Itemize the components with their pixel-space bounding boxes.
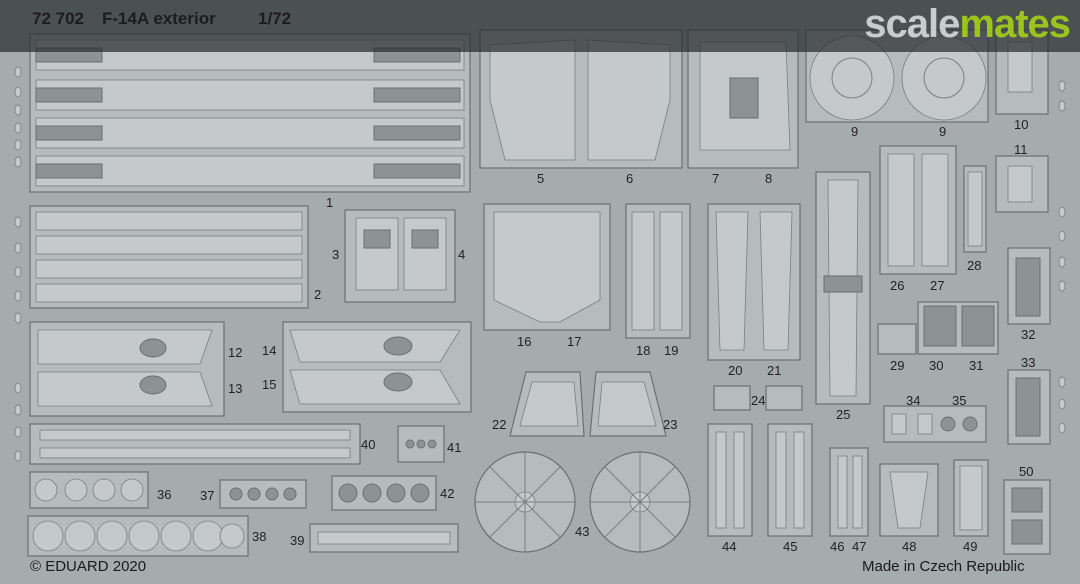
part-14-15-strakes bbox=[282, 321, 472, 413]
origin-text: Made in Czech Republic bbox=[862, 558, 1025, 575]
part-3-4-panel bbox=[344, 209, 456, 303]
part-24 bbox=[713, 385, 803, 411]
part-number-1: 1 bbox=[326, 195, 334, 210]
part-1-strips bbox=[29, 33, 471, 193]
part-number-27: 27 bbox=[930, 278, 945, 293]
part-number-11: 11 bbox=[1014, 142, 1028, 157]
part-number-25: 25 bbox=[836, 407, 851, 422]
part-number-5: 5 bbox=[537, 171, 545, 186]
part-28 bbox=[963, 165, 987, 253]
part-50 bbox=[1003, 479, 1051, 555]
part-5-6-doors bbox=[479, 29, 683, 169]
part-40-rails bbox=[29, 423, 361, 465]
fret-holes-left bbox=[14, 66, 22, 462]
part-number-45: 45 bbox=[783, 539, 798, 554]
product-code: 72 702 bbox=[32, 9, 84, 28]
part-number-26: 26 bbox=[890, 278, 905, 293]
part-37 bbox=[219, 479, 307, 509]
header-band bbox=[0, 0, 1080, 52]
part-2-strips bbox=[29, 205, 309, 309]
part-12-13-panels bbox=[29, 321, 225, 417]
part-48 bbox=[879, 463, 939, 537]
part-number-46: 46 bbox=[830, 539, 845, 554]
part-39 bbox=[309, 523, 459, 553]
part-number-15: 15 bbox=[262, 377, 277, 392]
part-7-8-panel bbox=[687, 29, 799, 169]
part-number-40: 40 bbox=[361, 437, 376, 452]
part-number-2: 2 bbox=[314, 287, 322, 302]
part-26-27-panel bbox=[879, 145, 957, 275]
part-number-32: 32 bbox=[1021, 327, 1036, 342]
part-number-19: 19 bbox=[664, 343, 679, 358]
part-41 bbox=[397, 425, 445, 463]
part-16-17-panel bbox=[483, 203, 611, 331]
part-number-17: 17 bbox=[567, 334, 582, 349]
part-number-36: 36 bbox=[157, 487, 172, 502]
part-38 bbox=[27, 515, 249, 557]
part-number-29: 29 bbox=[890, 358, 905, 373]
part-number-50: 50 bbox=[1019, 464, 1034, 479]
part-44-45 bbox=[707, 423, 813, 537]
part-number-20: 20 bbox=[728, 363, 743, 378]
part-number-31: 31 bbox=[969, 358, 984, 373]
watermark-part1: scale bbox=[864, 2, 960, 46]
part-number-12: 12 bbox=[228, 345, 243, 360]
part-number-9a: 9 bbox=[851, 124, 859, 139]
part-36 bbox=[29, 471, 149, 509]
part-22-23-panels bbox=[509, 371, 667, 437]
part-number-38: 38 bbox=[252, 529, 267, 544]
part-number-43: 43 bbox=[575, 524, 590, 539]
watermark-logo: scalemates bbox=[864, 2, 1071, 46]
part-25-spine bbox=[815, 171, 871, 405]
part-number-42: 42 bbox=[440, 486, 455, 501]
part-32-33-springs bbox=[1007, 247, 1051, 445]
part-number-34: 34 bbox=[906, 393, 921, 408]
part-number-8: 8 bbox=[765, 171, 773, 186]
copyright-text: © EDUARD 2020 bbox=[30, 558, 147, 575]
part-46-47 bbox=[829, 447, 869, 537]
part-number-37: 37 bbox=[200, 488, 215, 503]
part-number-48: 48 bbox=[902, 539, 917, 554]
part-number-14: 14 bbox=[262, 343, 277, 358]
part-number-21: 21 bbox=[767, 363, 782, 378]
part-number-30: 30 bbox=[929, 358, 944, 373]
part-43-discs bbox=[474, 451, 691, 553]
part-number-22: 22 bbox=[492, 417, 507, 432]
part-number-23: 23 bbox=[663, 417, 678, 432]
part-number-18: 18 bbox=[636, 343, 651, 358]
part-number-47: 47 bbox=[852, 539, 867, 554]
watermark-part2: mates bbox=[959, 2, 1071, 46]
part-number-13: 13 bbox=[228, 381, 243, 396]
part-number-33: 33 bbox=[1021, 355, 1036, 370]
part-number-49: 49 bbox=[963, 539, 978, 554]
part-number-41: 41 bbox=[447, 440, 462, 455]
part-number-44: 44 bbox=[722, 539, 737, 554]
part-number-6: 6 bbox=[626, 171, 634, 186]
product-title: F-14A exterior bbox=[102, 9, 216, 28]
part-number-4: 4 bbox=[458, 247, 466, 262]
part-42 bbox=[331, 475, 437, 511]
part-number-24: 24 bbox=[751, 393, 766, 408]
part-number-39: 39 bbox=[290, 533, 305, 548]
part-49 bbox=[953, 459, 989, 537]
part-number-35: 35 bbox=[952, 393, 967, 408]
part-20-21-panel bbox=[707, 203, 801, 361]
part-number-7: 7 bbox=[712, 171, 720, 186]
part-number-16: 16 bbox=[517, 334, 532, 349]
part-number-3: 3 bbox=[332, 247, 340, 262]
fret-holes-right bbox=[1058, 80, 1066, 434]
part-number-9b: 9 bbox=[939, 124, 947, 139]
part-34-35 bbox=[883, 405, 987, 443]
part-18-19-strips bbox=[625, 203, 691, 339]
product-scale: 1/72 bbox=[258, 9, 292, 28]
part-number-10: 10 bbox=[1014, 117, 1029, 132]
part-number-28: 28 bbox=[967, 258, 982, 273]
part-29-30-31 bbox=[877, 301, 999, 355]
